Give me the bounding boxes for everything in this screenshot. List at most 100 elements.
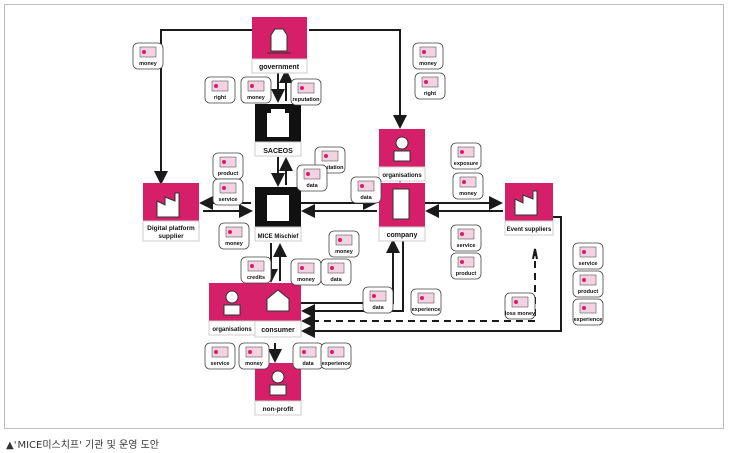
label-consumer: consumer bbox=[261, 327, 295, 334]
token-label: right bbox=[214, 95, 226, 101]
flow-loss-dashed-head bbox=[532, 248, 538, 260]
flow-government-digital bbox=[154, 29, 252, 185]
token-exposure: exposure bbox=[450, 142, 482, 170]
token-loss-money: loss money bbox=[504, 292, 536, 320]
token-icon bbox=[417, 292, 435, 304]
token-money: money bbox=[412, 42, 444, 70]
token-icon bbox=[139, 46, 157, 58]
token-icon bbox=[211, 80, 229, 92]
token-service: service bbox=[450, 224, 482, 252]
token-label: money bbox=[247, 95, 266, 101]
token-icon bbox=[225, 226, 243, 238]
flow-tokens: money money right right money reputation produ… bbox=[132, 42, 604, 370]
token-label: money bbox=[139, 61, 158, 67]
token-money: money bbox=[328, 230, 360, 258]
house-icon bbox=[266, 289, 290, 312]
flow-government-organisations bbox=[309, 29, 407, 129]
factory-icon bbox=[156, 192, 180, 218]
label-saceos: SACEOS bbox=[263, 148, 293, 155]
token-money: money bbox=[218, 222, 250, 250]
diagram-frame: government SACEOS organisations Digital … bbox=[4, 4, 724, 429]
token-icon bbox=[327, 346, 345, 358]
token-label: money bbox=[297, 277, 316, 283]
label-event: Event suppliers bbox=[507, 227, 552, 233]
token-money: money bbox=[290, 258, 322, 286]
token-label: product bbox=[218, 171, 239, 177]
token-label: money bbox=[419, 61, 438, 67]
token-icon bbox=[219, 156, 237, 168]
token-icon bbox=[219, 182, 237, 194]
label-government: government bbox=[259, 64, 300, 71]
node-company: company bbox=[378, 183, 426, 242]
token-experience: experience bbox=[410, 288, 442, 316]
mice-diagram: government SACEOS organisations Digital … bbox=[132, 17, 604, 416]
label-digital: Digital platform bbox=[147, 225, 195, 232]
token-label: service bbox=[219, 197, 238, 203]
token-label: data bbox=[372, 305, 384, 311]
node-nonprofit: non-profit bbox=[254, 363, 302, 416]
token-label: service bbox=[579, 261, 598, 267]
token-right: right bbox=[204, 76, 236, 104]
token-icon bbox=[369, 290, 387, 302]
tower-icon-2 bbox=[267, 195, 289, 221]
building-icon bbox=[267, 28, 291, 54]
token-label: experience bbox=[412, 307, 441, 313]
node-organisations-bottom: organisations bbox=[208, 283, 256, 336]
token-icon bbox=[297, 262, 315, 274]
flow-event-consumer bbox=[301, 216, 562, 338]
token-product: product bbox=[572, 270, 604, 298]
token-icon bbox=[245, 346, 263, 358]
token-icon bbox=[327, 262, 345, 274]
token-icon bbox=[579, 274, 597, 286]
token-data: data bbox=[350, 176, 382, 204]
token-label: right bbox=[424, 91, 436, 97]
label-digital-2: supplier bbox=[158, 233, 184, 240]
token-data: data bbox=[320, 258, 352, 286]
token-data: data bbox=[362, 286, 394, 314]
figure-caption: ▲'MICE미스치프' 기관 및 운영 도안 bbox=[6, 436, 159, 451]
token-label: money bbox=[459, 191, 478, 197]
token-icon bbox=[419, 46, 437, 58]
token-money: money bbox=[452, 172, 484, 200]
token-label: money bbox=[225, 241, 244, 247]
token-label: experience bbox=[574, 317, 603, 323]
token-icon bbox=[457, 146, 475, 158]
token-label: exposure bbox=[454, 161, 478, 167]
token-icon bbox=[357, 180, 375, 192]
token-label: service bbox=[211, 361, 230, 367]
node-government: government bbox=[251, 17, 308, 74]
token-icon bbox=[211, 346, 229, 358]
token-label: product bbox=[578, 289, 599, 295]
flow-loss-dashed bbox=[301, 249, 536, 328]
token-label: reputation bbox=[317, 165, 345, 171]
label-organisations-bottom: organisations bbox=[212, 327, 252, 333]
token-product: product bbox=[450, 252, 482, 280]
token-icon bbox=[511, 296, 529, 308]
factory-icon-2 bbox=[514, 190, 538, 216]
token-icon bbox=[421, 76, 439, 88]
token-icon bbox=[459, 176, 477, 188]
token-icon bbox=[335, 234, 353, 246]
node-event-suppliers: Event suppliers bbox=[504, 183, 554, 236]
token-label: data bbox=[306, 183, 318, 189]
token-label: data bbox=[302, 361, 314, 367]
label-mice: MICE Mischief bbox=[258, 234, 300, 240]
token-icon bbox=[303, 168, 321, 180]
token-product: product bbox=[212, 152, 244, 180]
tower-icon bbox=[267, 113, 289, 137]
node-digital-platform: Digital platform supplier bbox=[142, 183, 200, 242]
triangle-icon: ▲' bbox=[6, 440, 17, 451]
token-money: money bbox=[132, 42, 164, 70]
token-service: service bbox=[572, 242, 604, 270]
token-label: money bbox=[335, 249, 354, 255]
token-icon bbox=[579, 246, 597, 258]
token-icon bbox=[297, 82, 315, 94]
token-credits: credits bbox=[240, 256, 272, 284]
token-service: service bbox=[212, 178, 244, 206]
token-experience: experience bbox=[320, 342, 352, 370]
token-experience: experience bbox=[572, 298, 604, 326]
flow-company-consumer bbox=[301, 241, 404, 318]
token-money: money bbox=[240, 76, 272, 104]
token-data: data bbox=[292, 342, 324, 370]
token-label: data bbox=[360, 195, 372, 201]
